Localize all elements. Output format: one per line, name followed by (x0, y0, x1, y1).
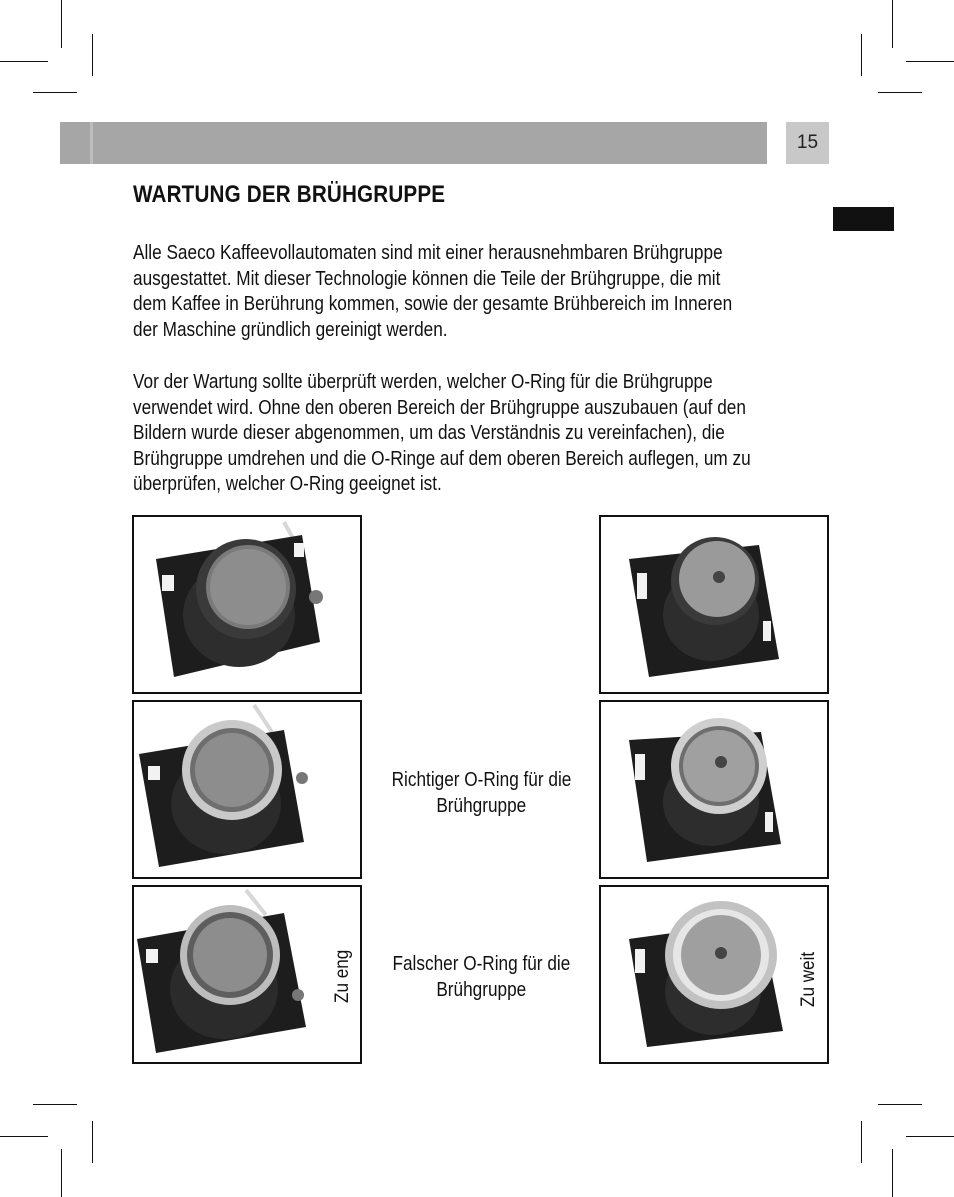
label-too-wide: Zu weit (798, 951, 819, 1007)
brew-group-photo-right-correct-ring (599, 700, 829, 879)
brew-group-photo-left-bare (132, 515, 362, 694)
brew-group-photo-right-bare (599, 515, 829, 694)
crop-mark (878, 92, 922, 93)
crop-mark (906, 1136, 954, 1137)
brew-group-photo-left-too-tight (132, 885, 362, 1064)
crop-mark (878, 1104, 922, 1105)
crop-mark (892, 1149, 893, 1197)
crop-mark (92, 34, 93, 76)
crop-mark (906, 61, 954, 62)
page-number: 15 (786, 122, 829, 164)
page-title: WARTUNG DER BRÜHGRUPPE (133, 181, 446, 208)
caption-correct-ring: Richtiger O-Ring für die Brühgruppe (391, 769, 571, 817)
instruction-paragraph: Vor der Wartung sollte überprüft werden,… (133, 371, 751, 496)
crop-mark (61, 1149, 62, 1197)
caption-wrong-ring: Falscher O-Ring für die Brühgruppe (392, 953, 570, 1001)
brew-group-photo-left-correct-ring (132, 700, 362, 879)
crop-mark (0, 61, 48, 62)
crop-mark (33, 1104, 77, 1105)
header-bar (60, 122, 767, 164)
crop-mark (0, 1136, 48, 1137)
intro-paragraph: Alle Saeco Kaffeevollautomaten sind mit … (133, 242, 733, 341)
brew-group-photo-right-too-wide (599, 885, 829, 1064)
label-too-tight: Zu eng (332, 949, 353, 1003)
crop-mark (92, 1121, 93, 1163)
crop-mark (861, 1121, 862, 1163)
crop-mark (61, 0, 62, 48)
crop-mark (892, 0, 893, 48)
crop-mark (861, 34, 862, 76)
crop-mark (33, 92, 77, 93)
language-tab (833, 207, 894, 231)
